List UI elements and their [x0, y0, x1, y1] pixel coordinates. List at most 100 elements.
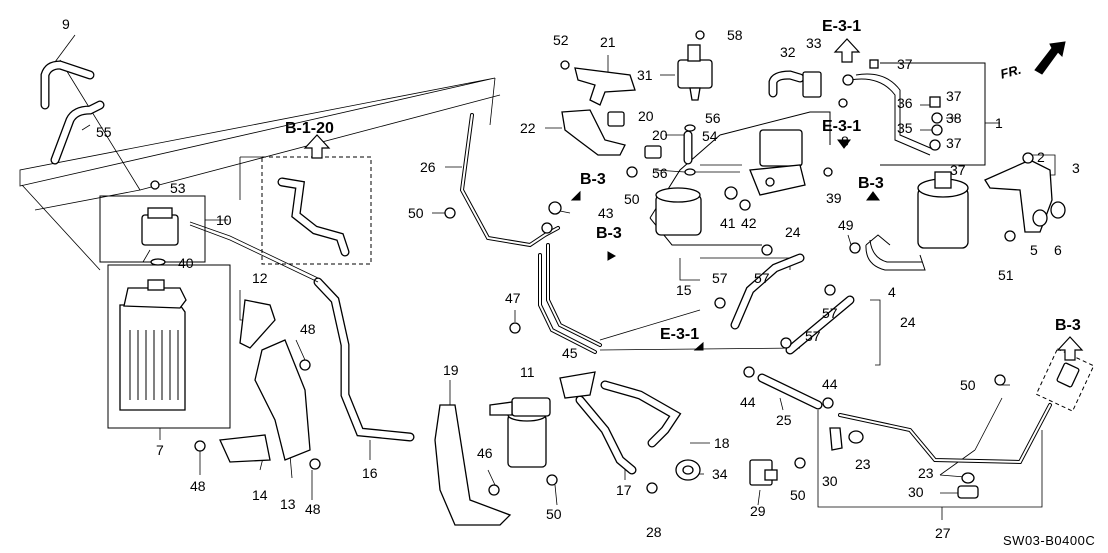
- arrow-up-right-icon: [693, 341, 704, 351]
- filter-11: [489, 397, 551, 468]
- valve-8: [749, 129, 806, 196]
- part-number-24: 24: [900, 314, 916, 330]
- part-number-1: 1: [995, 115, 1003, 131]
- part-number-30: 30: [822, 473, 838, 489]
- part-number-48: 48: [300, 321, 316, 337]
- diagram-code: SW03-B0400C: [1003, 533, 1095, 548]
- part-number-50: 50: [960, 377, 976, 393]
- part-number-26: 26: [420, 159, 436, 175]
- canister-group-box: [107, 264, 231, 429]
- ref-label-e-3-1: E-3-1: [660, 326, 699, 343]
- misc-bolts: [150, 30, 1006, 496]
- ref-label-e-3-1: E-3-1: [822, 118, 861, 135]
- arrow-up-icon: [303, 134, 331, 159]
- grommet-34: [675, 459, 701, 481]
- part-number-22: 22: [520, 120, 536, 136]
- part-number-58: 58: [727, 27, 743, 43]
- solenoid-31: [677, 44, 713, 101]
- part-number-6: 6: [1054, 242, 1062, 258]
- part-number-3: 3: [1072, 160, 1080, 176]
- parts-23-30: [829, 427, 979, 499]
- part-number-57: 57: [822, 305, 838, 321]
- part-number-labels: 9 55 53 10 40 12 48 7 48 14 13 48 16 26 …: [62, 16, 1080, 541]
- hoses: [40, 60, 855, 475]
- part-number-42: 42: [741, 215, 757, 231]
- part-number-48: 48: [190, 478, 206, 494]
- part-number-36: 36: [897, 95, 913, 111]
- bolts-39-49-51: [823, 167, 1016, 254]
- reference-labels: B-1-20 E-3-1 E-3-1 B-3 B-3 B-3 E-3-1 B-3: [285, 18, 1081, 343]
- arrow-up-small-icon: [866, 191, 880, 201]
- part-number-32: 32: [780, 44, 796, 60]
- part-number-19: 19: [443, 362, 459, 378]
- part-number-40: 40: [178, 255, 194, 271]
- part-number-2: 2: [1037, 149, 1045, 165]
- ref-label-b-3: B-3: [1055, 317, 1081, 334]
- brackets-21-22: [561, 67, 636, 156]
- part-number-50: 50: [408, 205, 424, 221]
- clips-43-56: [541, 124, 696, 234]
- part-number-57: 57: [754, 270, 770, 286]
- part-number-47: 47: [505, 290, 521, 306]
- part-number-8: 8: [841, 133, 849, 149]
- bracket-19: [434, 404, 512, 526]
- clamps-57: [714, 244, 836, 349]
- part-number-27: 27: [935, 525, 951, 541]
- arrow-right-icon: [570, 190, 581, 201]
- arrow-up-icon: [833, 38, 861, 63]
- components: [119, 30, 1080, 526]
- part-number-14: 14: [252, 487, 268, 503]
- clips-20: [607, 111, 662, 159]
- part-number-12: 12: [252, 270, 268, 286]
- front-direction-label: FR.: [999, 62, 1023, 82]
- part-number-10: 10: [216, 212, 232, 228]
- part-number-56: 56: [652, 165, 668, 181]
- part-number-28: 28: [646, 524, 662, 540]
- part-number-18: 18: [714, 435, 730, 451]
- band-4: [865, 234, 926, 271]
- sensor-29: [749, 459, 778, 486]
- part-number-25: 25: [776, 412, 792, 428]
- inset-hose-detail-box: [261, 156, 372, 265]
- arrow-up-icon: [1056, 336, 1084, 361]
- purge-solenoid-10: [141, 207, 179, 266]
- part-number-37: 37: [946, 88, 962, 104]
- inset-connector: [1056, 362, 1080, 388]
- part-number-35: 35: [897, 120, 913, 136]
- part-number-52: 52: [553, 32, 569, 48]
- part-number-50: 50: [790, 487, 806, 503]
- part-number-20: 20: [638, 108, 654, 124]
- part-number-46: 46: [477, 445, 493, 461]
- part-number-20: 20: [652, 127, 668, 143]
- charcoal-canister: [119, 279, 187, 411]
- part-number-37: 37: [950, 162, 966, 178]
- part-number-48: 48: [305, 501, 321, 517]
- part-number-23: 23: [918, 465, 934, 481]
- part-number-9: 9: [62, 16, 70, 32]
- part-number-44: 44: [740, 394, 756, 410]
- part-number-49: 49: [838, 217, 854, 233]
- part-number-11: 11: [520, 364, 535, 380]
- reference-arrows: [303, 38, 1084, 361]
- part-number-38: 38: [946, 110, 962, 126]
- filter-1: [917, 171, 969, 249]
- ref-label-b-3: B-3: [580, 171, 606, 188]
- part-number-34: 34: [712, 466, 728, 482]
- part-number-53: 53: [170, 180, 186, 196]
- part-number-50: 50: [546, 506, 562, 522]
- bolts-48: [194, 359, 321, 470]
- part-number-17: 17: [616, 482, 632, 498]
- connector-33: [802, 71, 822, 98]
- part-number-37: 37: [897, 56, 913, 72]
- inset-connector-box: [1035, 348, 1095, 412]
- fittings-37-38: [838, 59, 943, 156]
- part-number-37: 37: [946, 135, 962, 151]
- part-number-7: 7: [156, 442, 164, 458]
- part-number-54: 54: [702, 128, 718, 144]
- part-number-30: 30: [908, 484, 924, 500]
- part-number-57: 57: [712, 270, 728, 286]
- part-number-29: 29: [750, 503, 766, 519]
- part-number-24: 24: [785, 224, 801, 240]
